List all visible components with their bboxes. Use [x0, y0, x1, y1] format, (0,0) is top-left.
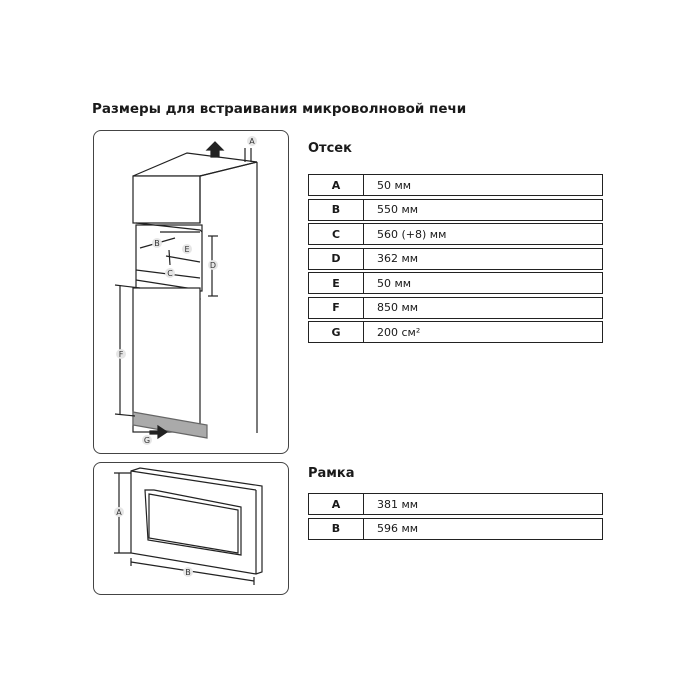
frame-label-a: A	[116, 508, 122, 517]
frame-label-b: B	[185, 568, 191, 577]
label-d: D	[210, 261, 216, 270]
label-c: C	[167, 269, 173, 278]
table-row: D 362 мм	[308, 247, 603, 270]
table-row: A 50 мм	[308, 174, 603, 196]
row-key: B	[309, 518, 364, 539]
row-value: 560 (+8) мм	[377, 227, 447, 241]
row-value: 596 мм	[377, 522, 419, 535]
label-g: G	[144, 436, 150, 445]
row-value: 381 мм	[377, 497, 419, 511]
table-row: B 596 мм	[308, 517, 603, 540]
frame-heading: Рамка	[308, 466, 355, 481]
row-key: E	[309, 273, 364, 293]
table-row: C 560 (+8) мм	[308, 223, 603, 245]
row-value: 50 мм	[377, 276, 412, 290]
row-key: D	[309, 248, 364, 269]
row-key: A	[309, 494, 364, 514]
row-key: C	[309, 224, 364, 244]
row-value: 50 мм	[377, 178, 412, 192]
table-row: A 381 мм	[308, 493, 603, 515]
row-value: 550 мм	[377, 203, 419, 216]
row-key: G	[309, 322, 364, 342]
label-a: A	[249, 137, 255, 146]
compartment-table: A 50 мм B 550 мм C 560 (+8) мм D 362 мм E 50 …	[308, 174, 603, 346]
cabinet-drawing	[114, 141, 258, 440]
frame-table: A 381 мм B 596 мм	[308, 493, 603, 542]
compartment-heading: Отсек	[308, 141, 352, 156]
label-f: F	[119, 350, 124, 359]
row-key: A	[309, 175, 364, 195]
table-row: E 50 мм	[308, 272, 603, 294]
row-key: B	[309, 199, 364, 220]
frame-diagram-panel	[93, 462, 289, 595]
row-value: 850 мм	[377, 301, 419, 314]
cabinet-diagram-panel	[93, 130, 289, 454]
table-row: B 550 мм	[308, 198, 603, 221]
label-e: E	[184, 245, 189, 254]
page-title: Размеры для встраивания микроволновой пе…	[92, 101, 467, 117]
row-value: 200 см²	[377, 325, 421, 339]
row-value: 362 мм	[377, 252, 419, 265]
row-key: F	[309, 297, 364, 318]
table-row: G 200 см²	[308, 321, 603, 343]
table-row: F 850 мм	[308, 296, 603, 319]
label-b: B	[154, 239, 160, 248]
